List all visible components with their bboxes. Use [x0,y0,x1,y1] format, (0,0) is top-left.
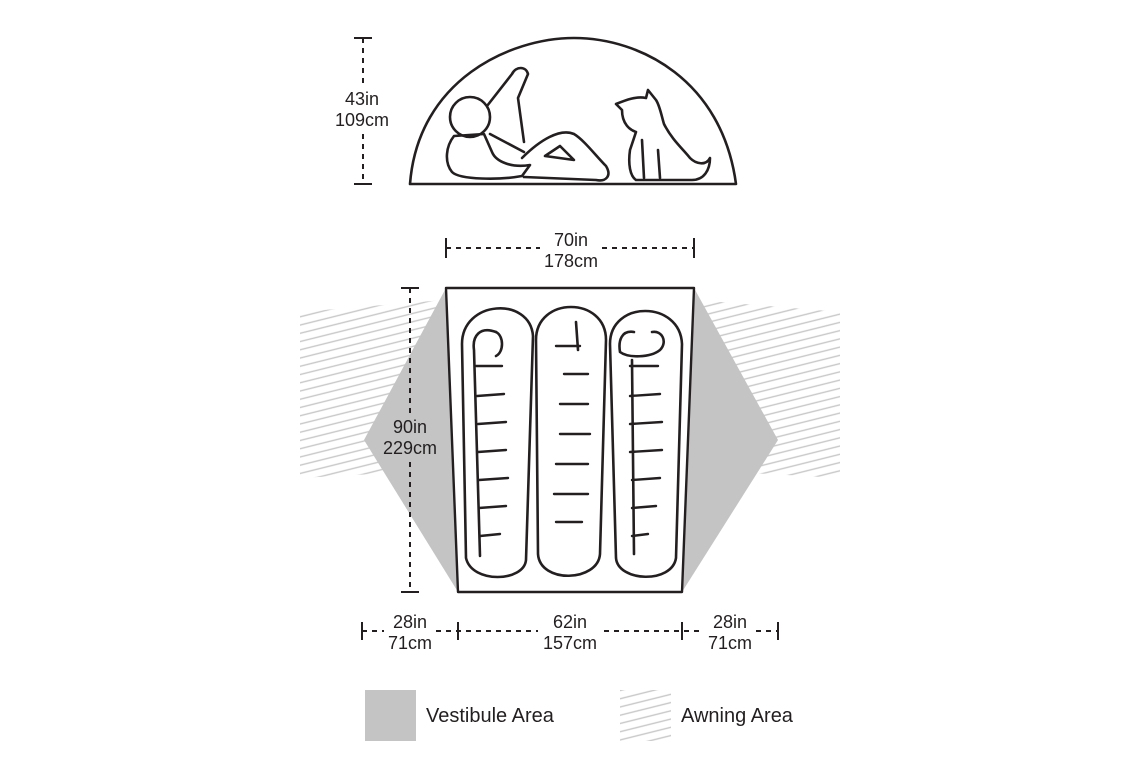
person-icon [445,66,610,182]
right-vestibule-area [682,288,778,592]
legend-vestibule-swatch [365,690,416,741]
dome-outline [408,36,738,186]
legend-vestibule-label: Vestibule Area [426,705,555,727]
sleeping-bag-right [608,309,684,578]
sleeping-bag-center [534,305,608,577]
floor-bottom-cm-label: 157cm [543,633,597,653]
height-in-label: 43in [345,89,379,109]
height-dimension: 43in 109cm [335,37,389,185]
length-dimension: 90in 229cm [383,287,437,593]
vestibule-right-cm-label: 71cm [708,633,752,653]
legend-awning-swatch [620,690,671,741]
dog-icon [614,88,712,182]
tent-floor [444,286,696,594]
legend: Vestibule Area Awning Area [365,690,794,741]
side-profile: 43in 109cm [335,36,738,186]
top-width-dimension: 70in 178cm [445,230,695,271]
height-cm-label: 109cm [335,110,389,130]
legend-awning-label: Awning Area [681,705,794,727]
length-in-label: 90in [393,417,427,437]
top-width-cm-label: 178cm [544,251,598,271]
floor-bottom-in-label: 62in [553,612,587,632]
length-cm-label: 229cm [383,438,437,458]
bottom-dimensions: 28in 71cm 62in 157cm 28in 71cm [361,612,779,653]
vestibule-right-in-label: 28in [713,612,747,632]
sleeping-bag-left [460,307,535,579]
top-width-in-label: 70in [554,230,588,250]
vestibule-left-cm-label: 71cm [388,633,432,653]
vestibule-left-in-label: 28in [393,612,427,632]
left-vestibule-area [364,288,458,592]
